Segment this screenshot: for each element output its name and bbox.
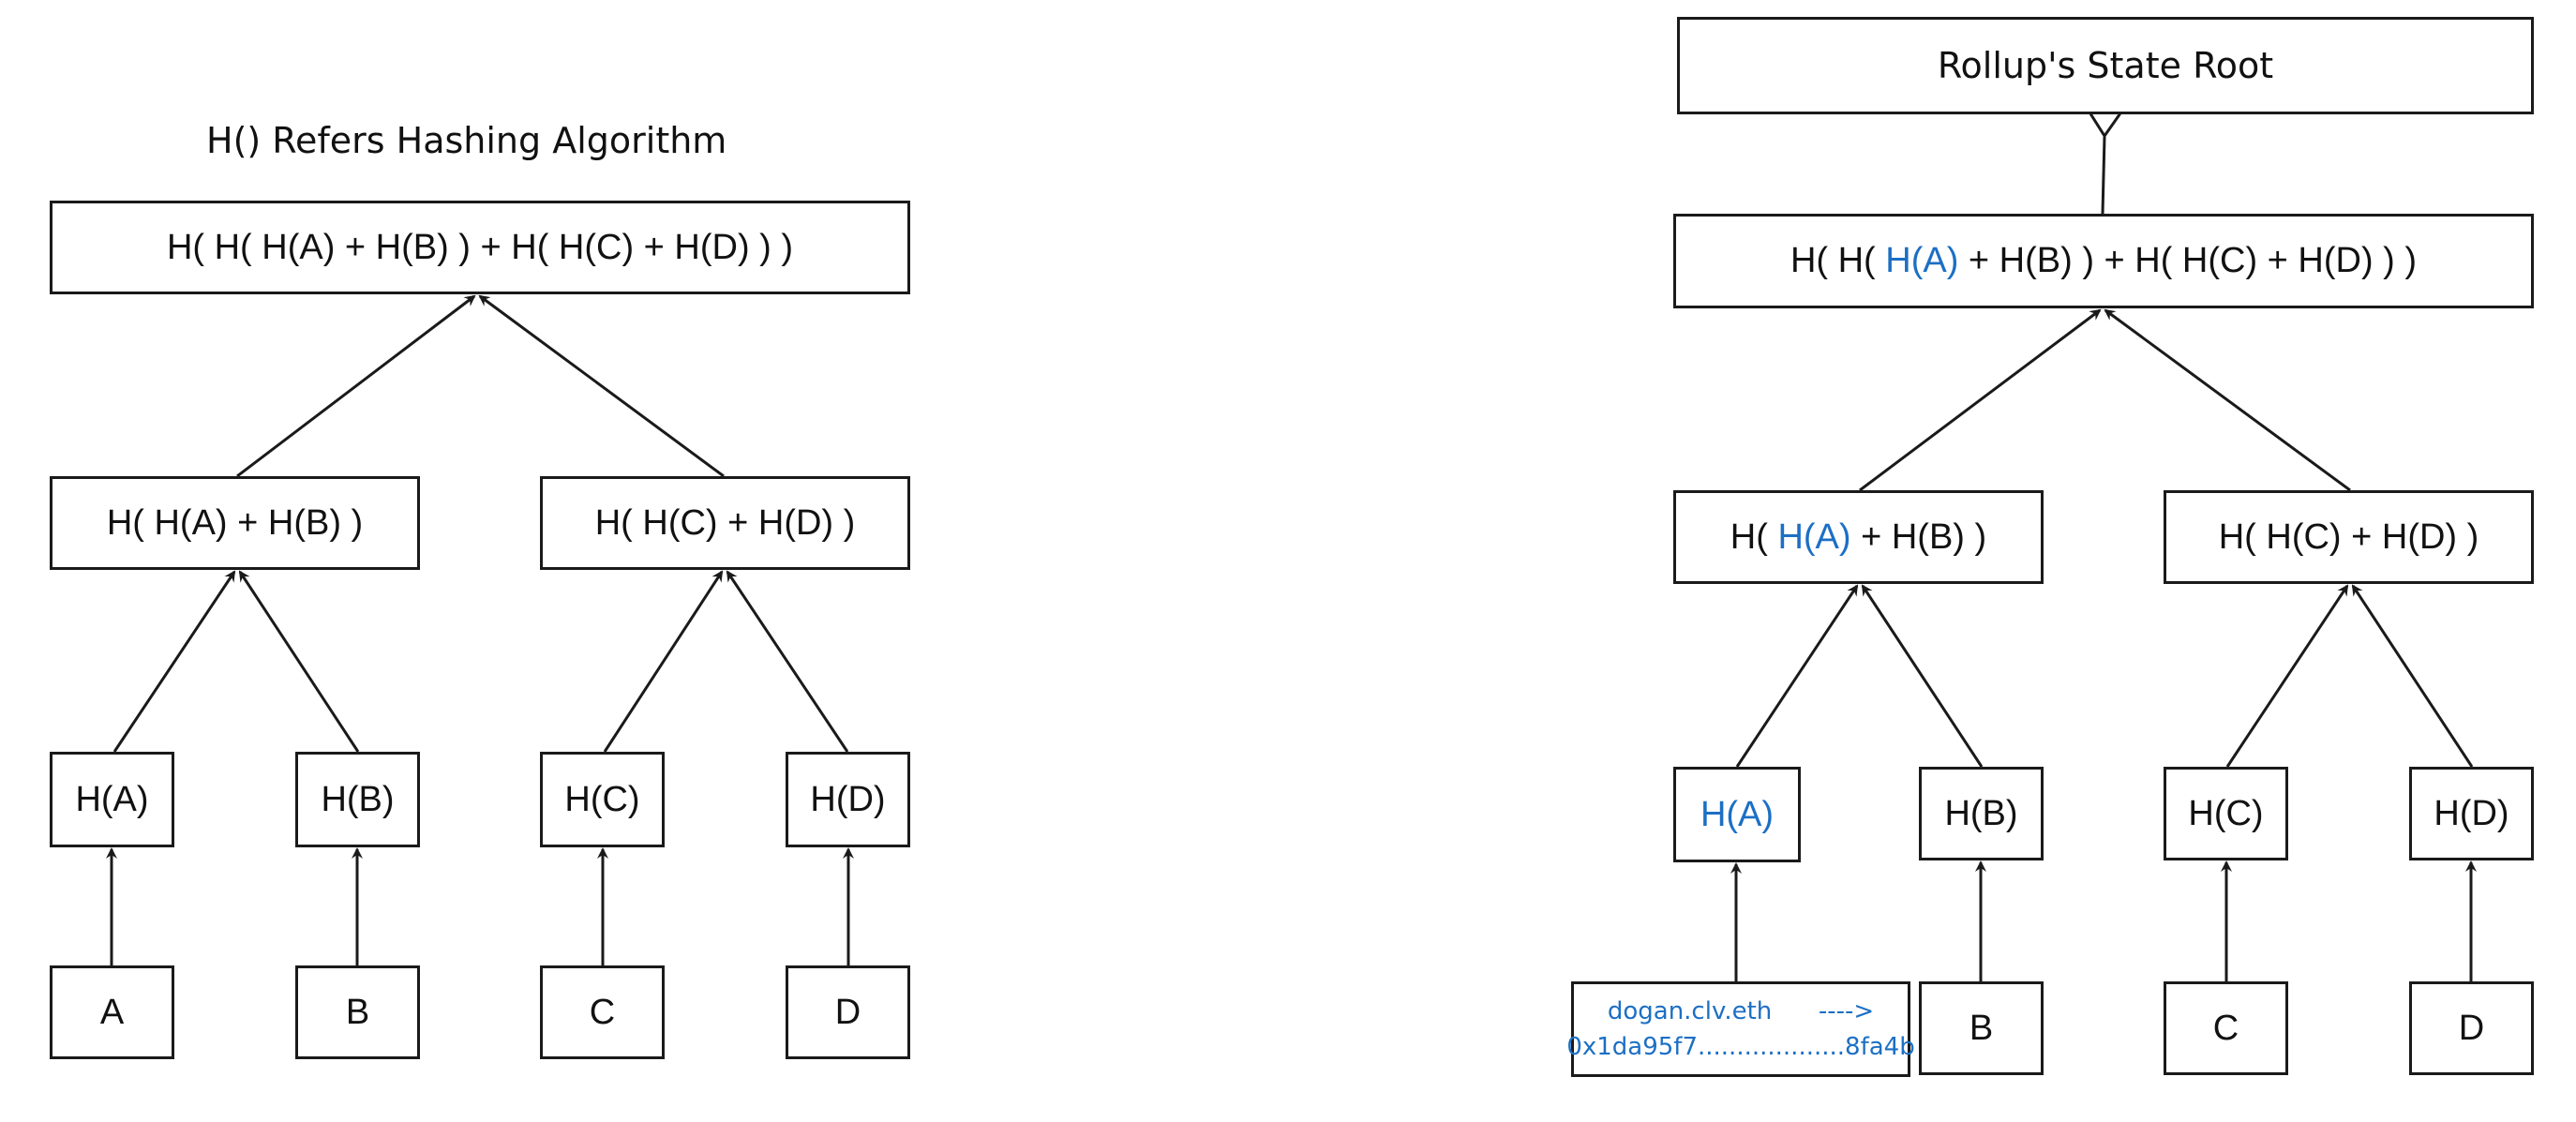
- edge-right-ha-to-midleft: [1735, 584, 1859, 768]
- right-root-label-suffix: + H(B) ) + H( H(C) + H(D) ) ): [1958, 241, 2418, 280]
- right-hash-c-node: H(C): [2164, 767, 2288, 860]
- edge-right-root-to-state: [2103, 137, 2104, 215]
- right-hash-a-node: H(A): [1673, 767, 1801, 862]
- left-leaf-c-node: C: [540, 965, 665, 1059]
- left-root-label: H( H( H(A) + H(B) ) + H( H(C) + H(D) ) ): [166, 227, 794, 267]
- right-hash-d-label: H(D): [2434, 793, 2509, 833]
- edge-left-ha-to-midleft: [112, 570, 236, 753]
- left-leaf-d-node: D: [786, 965, 910, 1059]
- right-mid-left-label-prefix: H(: [1730, 516, 1778, 557]
- rollup-state-root-label: Rollup's State Root: [1937, 45, 2274, 86]
- left-root-node: H( H( H(A) + H(B) ) + H( H(C) + H(D) ) ): [50, 201, 910, 294]
- left-hash-b-node: H(B): [295, 752, 420, 847]
- edge-right-hb-to-midleft: [1861, 584, 1984, 768]
- left-leaf-d-label: D: [834, 992, 861, 1032]
- right-hash-c-label: H(C): [2188, 793, 2264, 833]
- left-hash-d-node: H(D): [786, 752, 910, 847]
- right-root-label-highlight: H(A): [1885, 241, 1959, 280]
- rollup-state-root-node: Rollup's State Root: [1677, 17, 2534, 114]
- diagram-caption: H() Refers Hashing Algorithm: [206, 120, 727, 161]
- left-mid-left-node: H( H(A) + H(B) ): [50, 476, 420, 570]
- right-hash-d-node: H(D): [2409, 767, 2534, 860]
- left-leaf-b-node: B: [295, 965, 420, 1059]
- left-mid-right-label: H( H(C) + H(D) ): [594, 502, 856, 543]
- right-mid-left-label-highlight: H(A): [1777, 516, 1851, 557]
- right-hash-b-label: H(B): [1944, 793, 2018, 833]
- edge-left-mid-left-to-root: [236, 294, 476, 478]
- right-mid-left-node: H( H(A) + H(B) ): [1673, 490, 2044, 584]
- edge-left-hc-to-midright: [603, 570, 724, 753]
- right-leaf-d-label: D: [2458, 1008, 2485, 1048]
- left-hash-c-node: H(C): [540, 752, 665, 847]
- left-leaf-c-label: C: [589, 992, 616, 1032]
- edge-left-mid-right-to-root: [478, 294, 725, 478]
- left-hash-a-node: H(A): [50, 752, 174, 847]
- right-leaf-a-ens-line: dogan.clv.eth ---->: [1607, 997, 1875, 1025]
- left-hash-b-label: H(B): [321, 779, 395, 819]
- left-leaf-b-label: B: [345, 992, 370, 1032]
- right-mid-right-node: H( H(C) + H(D) ): [2164, 490, 2534, 584]
- right-leaf-c-node: C: [2164, 981, 2288, 1075]
- left-mid-left-label: H( H(A) + H(B) ): [106, 502, 364, 543]
- right-leaf-b-node: B: [1919, 981, 2044, 1075]
- right-leaf-c-label: C: [2212, 1008, 2239, 1048]
- right-leaf-d-node: D: [2409, 981, 2534, 1075]
- right-root-node: H( H( H(A) + H(B) ) + H( H(C) + H(D) ) ): [1673, 214, 2534, 308]
- edge-right-hc-to-midright: [2225, 584, 2349, 768]
- right-mid-left-label-suffix: + H(B) ): [1850, 516, 1987, 557]
- right-hash-b-node: H(B): [1919, 767, 2044, 860]
- right-leaf-a-address-line: 0x1da95f7...................8fa4b: [1566, 1033, 1915, 1061]
- edge-left-hb-to-midleft: [238, 570, 360, 753]
- left-hash-d-label: H(D): [810, 779, 886, 819]
- right-mid-right-label: H( H(C) + H(D) ): [2218, 516, 2479, 557]
- left-hash-c-label: H(C): [564, 779, 640, 819]
- edge-right-mid-left-to-root: [1859, 308, 2102, 492]
- right-hash-a-label: H(A): [1700, 794, 1775, 834]
- left-mid-right-node: H( H(C) + H(D) ): [540, 476, 910, 570]
- right-root-label-prefix: H( H(: [1790, 241, 1886, 280]
- left-leaf-a-label: A: [99, 992, 125, 1032]
- edge-right-mid-right-to-root: [2104, 308, 2351, 492]
- left-leaf-a-node: A: [50, 965, 174, 1059]
- left-hash-a-label: H(A): [75, 779, 149, 819]
- edge-right-hd-to-midright: [2351, 584, 2474, 768]
- right-leaf-b-label: B: [1969, 1008, 1994, 1048]
- right-leaf-a-node: dogan.clv.eth ----> 0x1da95f7...........…: [1566, 981, 1915, 1077]
- edge-left-hd-to-midright: [726, 570, 849, 753]
